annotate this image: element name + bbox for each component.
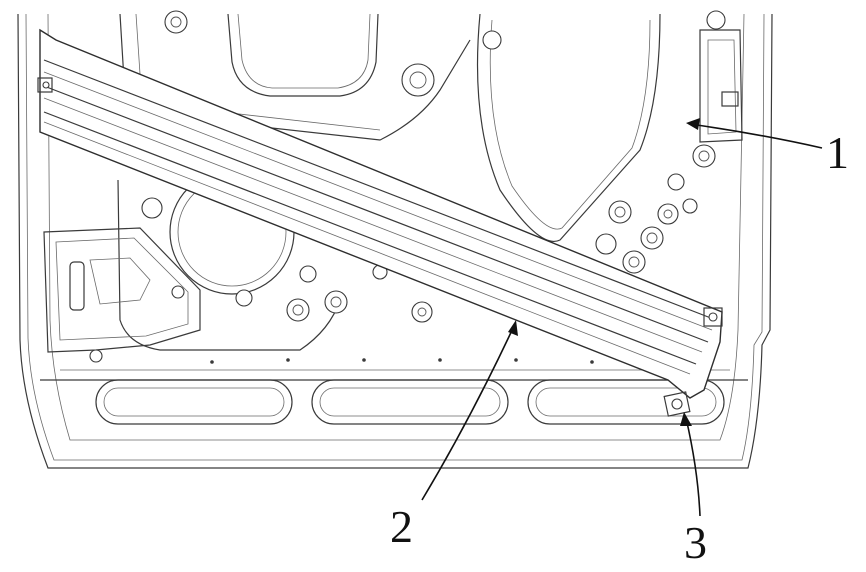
callout-label-2: 2 [390, 501, 413, 552]
left-bracket [43, 227, 201, 363]
leader-line-2 [421, 325, 515, 501]
arrowhead-3 [680, 412, 692, 426]
callout-leaders [421, 118, 823, 517]
rail-dots [210, 358, 594, 364]
beam-end-bracket [663, 307, 723, 417]
callout-label-3: 3 [684, 517, 707, 568]
diagonal-reinforcement-beam [37, 28, 723, 399]
arrowhead-1 [686, 118, 700, 130]
beam-top-mount [37, 77, 53, 93]
arrowhead-2 [508, 320, 518, 336]
leader-line-1 [689, 123, 823, 149]
callout-label-1: 1 [826, 127, 849, 178]
lower-slots [95, 379, 725, 425]
leader-line-3 [685, 417, 701, 517]
right-lock-region [595, 29, 743, 274]
